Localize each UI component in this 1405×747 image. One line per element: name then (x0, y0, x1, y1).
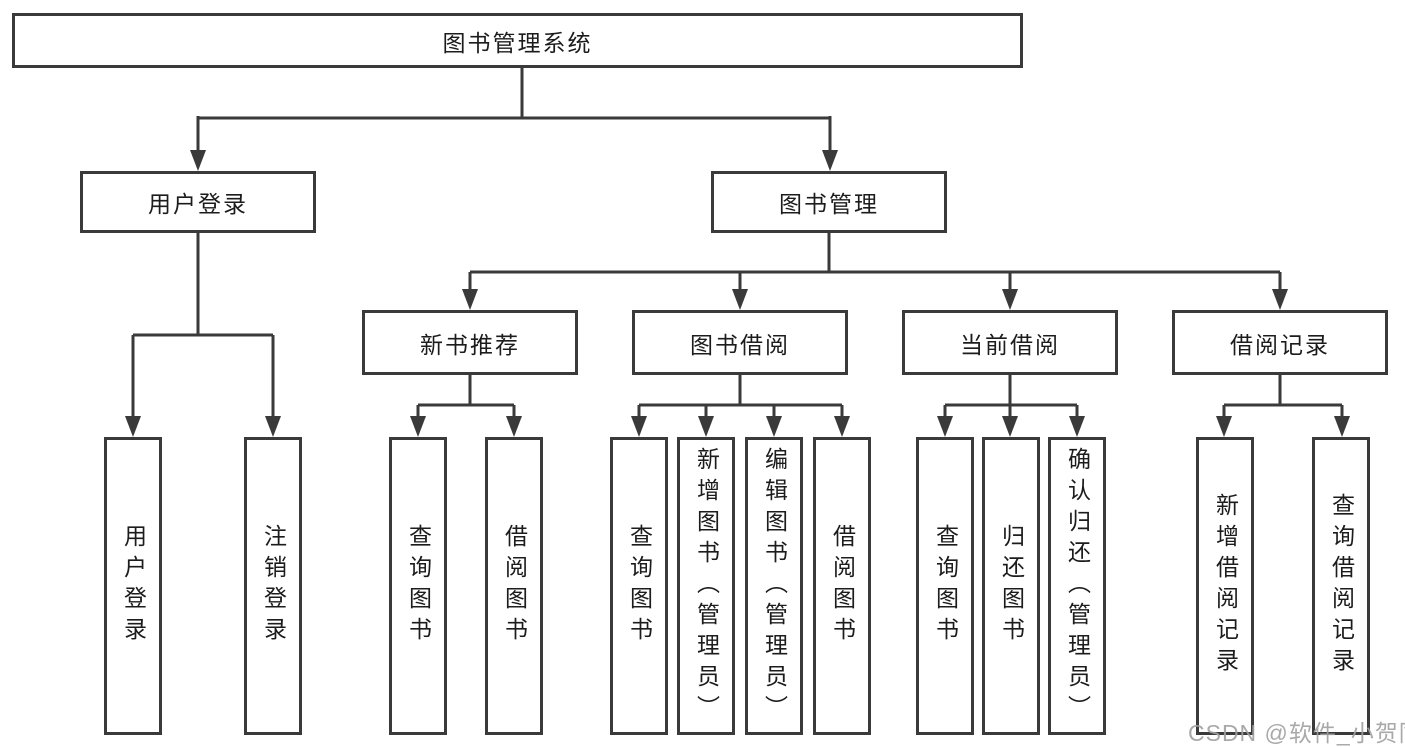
arrowhead (506, 416, 522, 437)
arrowhead (766, 416, 782, 437)
connector-bookborrow-to-leaves (637, 375, 844, 418)
leaf-user-login: 用户登录 (104, 437, 162, 735)
arrowhead (937, 416, 953, 437)
node-label: 图书管理 (779, 191, 879, 217)
leaf-query-books-borrow: 查询图书 (610, 437, 668, 735)
arrowhead (732, 289, 748, 310)
arrowhead (462, 289, 478, 310)
leaf-edit-books-admin: 编辑图书（管理员） (745, 437, 803, 735)
node-user-login: 用户登录 (80, 171, 316, 233)
node-label: 查询借阅记录 (1328, 493, 1355, 679)
arrowhead (265, 416, 281, 437)
node-label: 当前借阅 (960, 331, 1060, 358)
arrowhead (834, 416, 850, 437)
arrowhead (822, 150, 838, 171)
node-label: 借阅图书 (829, 524, 856, 648)
leaf-confirm-return-admin: 确认归还（管理员） (1048, 437, 1106, 735)
node-label: 借阅记录 (1230, 331, 1330, 358)
node-library-management-system: 图书管理系统 (12, 13, 1023, 68)
node-label: 借阅图书 (501, 524, 528, 648)
connector-currentborrow-to-leaves (943, 375, 1079, 418)
connector-borrowrecords-to-leaves (1222, 375, 1344, 418)
node-label: 查询图书 (932, 524, 959, 648)
leaf-add-books-admin: 新增图书（管理员） (677, 437, 735, 735)
arrowhead (1002, 289, 1018, 310)
arrowhead (1216, 416, 1232, 437)
leaf-add-borrow-record: 新增借阅记录 (1196, 437, 1254, 735)
node-label: 新书推荐 (420, 331, 520, 358)
arrowhead (631, 416, 647, 437)
node-current-borrowing: 当前借阅 (902, 310, 1118, 375)
arrowhead (698, 416, 714, 437)
node-book-borrowing: 图书借阅 (632, 310, 848, 375)
node-label: 图书管理系统 (442, 29, 593, 56)
leaf-query-books-recommend: 查询图书 (389, 437, 447, 735)
node-label: 查询图书 (626, 524, 653, 648)
arrowhead (1272, 289, 1288, 310)
node-new-book-recommendation: 新书推荐 (362, 310, 578, 375)
arrowhead (1069, 416, 1085, 437)
node-label: 用户登录 (148, 191, 248, 217)
node-book-management: 图书管理 (711, 171, 947, 233)
node-label: 查询图书 (405, 524, 432, 648)
node-label: 注销登录 (260, 524, 287, 648)
node-label: 新增图书（管理员） (693, 446, 720, 726)
arrowhead (1334, 416, 1350, 437)
csdn-watermark: CSDN @软件_小贺同学 (1188, 720, 1405, 746)
leaf-query-borrow-record: 查询借阅记录 (1312, 437, 1370, 735)
node-label: 新增借阅记录 (1212, 493, 1239, 679)
connector-root-to-level2 (196, 66, 832, 152)
arrowhead (410, 416, 426, 437)
node-label: 确认归还（管理员） (1064, 446, 1091, 726)
node-borrowing-records: 借阅记录 (1172, 310, 1388, 375)
node-label: 归还图书 (998, 524, 1025, 648)
connector-bookmgmt-to-level3 (468, 233, 1282, 291)
leaf-borrow-books: 借阅图书 (813, 437, 871, 735)
connector-userlogin-to-leaves (131, 233, 275, 418)
leaf-return-books: 归还图书 (982, 437, 1040, 735)
leaf-borrow-books-recommend: 借阅图书 (485, 437, 543, 735)
arrowhead (190, 150, 206, 171)
node-label: 用户登录 (120, 524, 147, 648)
node-label: 编辑图书（管理员） (761, 446, 788, 726)
node-label: 图书借阅 (690, 331, 790, 358)
leaf-logout: 注销登录 (244, 437, 302, 735)
leaf-query-books-current: 查询图书 (916, 437, 974, 735)
arrowhead (1002, 416, 1018, 437)
arrowhead (125, 416, 141, 437)
connector-newbookrec-to-leaves (416, 375, 516, 418)
